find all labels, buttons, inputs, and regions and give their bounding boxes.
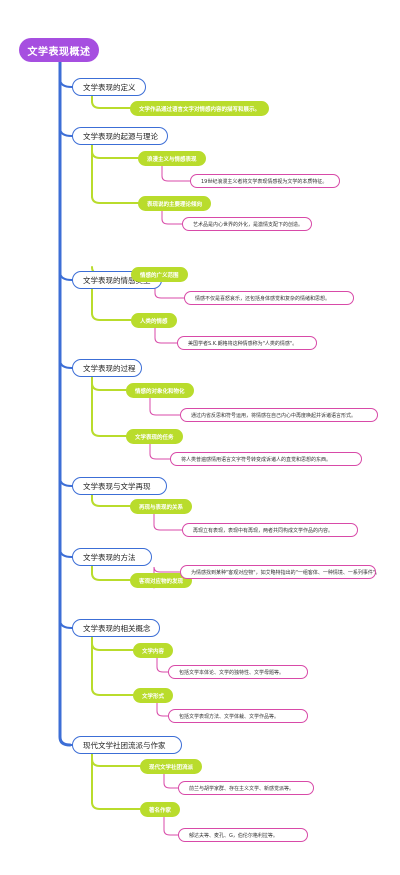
leaf-connector bbox=[163, 773, 179, 789]
section-topic[interactable]: 文学表现的方法 bbox=[72, 548, 152, 566]
detail-note[interactable]: 将人类普遍感情用语言文字符号转变成诉诸人的直觉和思想的东西。 bbox=[170, 452, 362, 466]
subtopic-connector bbox=[91, 801, 141, 810]
detail-note[interactable]: 美国学者S.K.朗格将这种情感称为"人类的情感"。 bbox=[177, 336, 317, 350]
leaf-connector bbox=[161, 210, 183, 225]
subtopic[interactable]: 客观对应物的发现 bbox=[130, 573, 193, 588]
detail-note[interactable]: 情感不仅是喜怒哀乐，还包括身体感觉和复杂的情绪和思想。 bbox=[184, 291, 354, 305]
detail-note[interactable]: 再现立有表现，表现中有再现，两者共同构成文学作品的内容。 bbox=[182, 523, 358, 537]
section-topic[interactable]: 文学表现的定义 bbox=[72, 78, 146, 96]
subtopic-connector bbox=[91, 498, 131, 507]
leaf-connector bbox=[161, 165, 191, 182]
leaf-connector bbox=[156, 702, 169, 717]
section-connector bbox=[59, 619, 73, 629]
subtopic-connector bbox=[91, 382, 127, 391]
subtopic[interactable]: 情感的广义范围 bbox=[131, 267, 188, 282]
subtopic[interactable]: 再现与表现的关系 bbox=[130, 499, 193, 514]
subtopic-connector bbox=[91, 150, 139, 159]
subtopic[interactable]: 著名作家 bbox=[140, 802, 181, 817]
subtopic-connector bbox=[91, 642, 134, 651]
detail-note[interactable]: 为情感找到某种"客观对应物"，如艾略特指出的"一组客体、一种情境、一系列事件"。 bbox=[180, 565, 380, 579]
subtopic-connector bbox=[91, 572, 131, 581]
section-connector bbox=[59, 736, 73, 746]
section-topic[interactable]: 文学表现的过程 bbox=[72, 359, 142, 377]
detail-note[interactable]: 包括文学表现方法、文学体裁、文学作品等。 bbox=[168, 709, 308, 723]
leaf-connector bbox=[149, 443, 171, 460]
section-connector bbox=[59, 127, 73, 137]
section-connector bbox=[59, 477, 73, 487]
leaf-connector bbox=[149, 397, 181, 416]
subtopic-connector bbox=[91, 428, 127, 437]
subtopic-connector bbox=[91, 687, 134, 696]
detail-note[interactable]: 艺术品是内心世界的外化，是激情支配下的创造。 bbox=[182, 217, 312, 231]
subtopic[interactable]: 人类的情感 bbox=[131, 313, 177, 328]
leaf-connector bbox=[156, 657, 169, 673]
section-topic[interactable]: 现代文学社团流派与作家 bbox=[72, 736, 182, 754]
section-topic[interactable]: 文学表现的起源与理论 bbox=[72, 127, 168, 145]
subtopic-connector bbox=[91, 312, 132, 321]
leaf-connector bbox=[154, 327, 178, 344]
subtopic[interactable]: 表现说的主要理论倾向 bbox=[138, 196, 212, 211]
detail-note[interactable]: 郁达夫等、麦孔、G，伯伦尔格利拉等。 bbox=[178, 828, 308, 842]
section-topic[interactable]: 文学表现与文学再现 bbox=[72, 477, 167, 495]
subtopic[interactable]: 文学形式 bbox=[133, 688, 174, 703]
subtopic-connector bbox=[91, 100, 131, 109]
subtopic[interactable]: 现代文学社团流派 bbox=[140, 759, 203, 774]
section-topic[interactable]: 文学表现的相关概念 bbox=[72, 619, 160, 637]
leaf-connector bbox=[153, 566, 181, 589]
detail-note[interactable]: 通过内省反思和符号运用，将情感在自己内心中再度唤起并诉诸语言形式。 bbox=[180, 408, 378, 422]
section-connector bbox=[59, 548, 73, 558]
detail-note[interactable]: 前兰与胡学家群、存在主义文学、新感觉派等。 bbox=[178, 781, 314, 795]
detail-note[interactable]: 19世纪浪漫主义者将文学表现情感视为文学的本质特征。 bbox=[190, 174, 340, 188]
root-topic[interactable]: 文学表现概述 bbox=[19, 38, 99, 62]
section-connector bbox=[59, 78, 73, 88]
subtopic[interactable]: 浪漫主义与情感表现 bbox=[138, 151, 206, 166]
detail-note[interactable]: 包括文学本体论、文学的独特性、文学母题等。 bbox=[168, 665, 308, 679]
subtopic-connector bbox=[91, 758, 141, 767]
subtopic[interactable]: 情感的对象化和物化 bbox=[126, 383, 194, 398]
subtopic[interactable]: 文学作品通过语言文字对情感内容的描写和展示。 bbox=[130, 101, 270, 116]
subtopic[interactable]: 文学表现的任务 bbox=[126, 429, 183, 444]
leaf-connector bbox=[153, 513, 183, 531]
section-connector bbox=[59, 359, 73, 369]
subtopic-connector bbox=[91, 195, 139, 204]
leaf-connector bbox=[154, 281, 185, 299]
subtopic[interactable]: 文学内容 bbox=[133, 643, 174, 658]
section-connector bbox=[59, 271, 73, 281]
leaf-connector bbox=[163, 816, 179, 836]
trunk-line bbox=[58, 60, 72, 747]
